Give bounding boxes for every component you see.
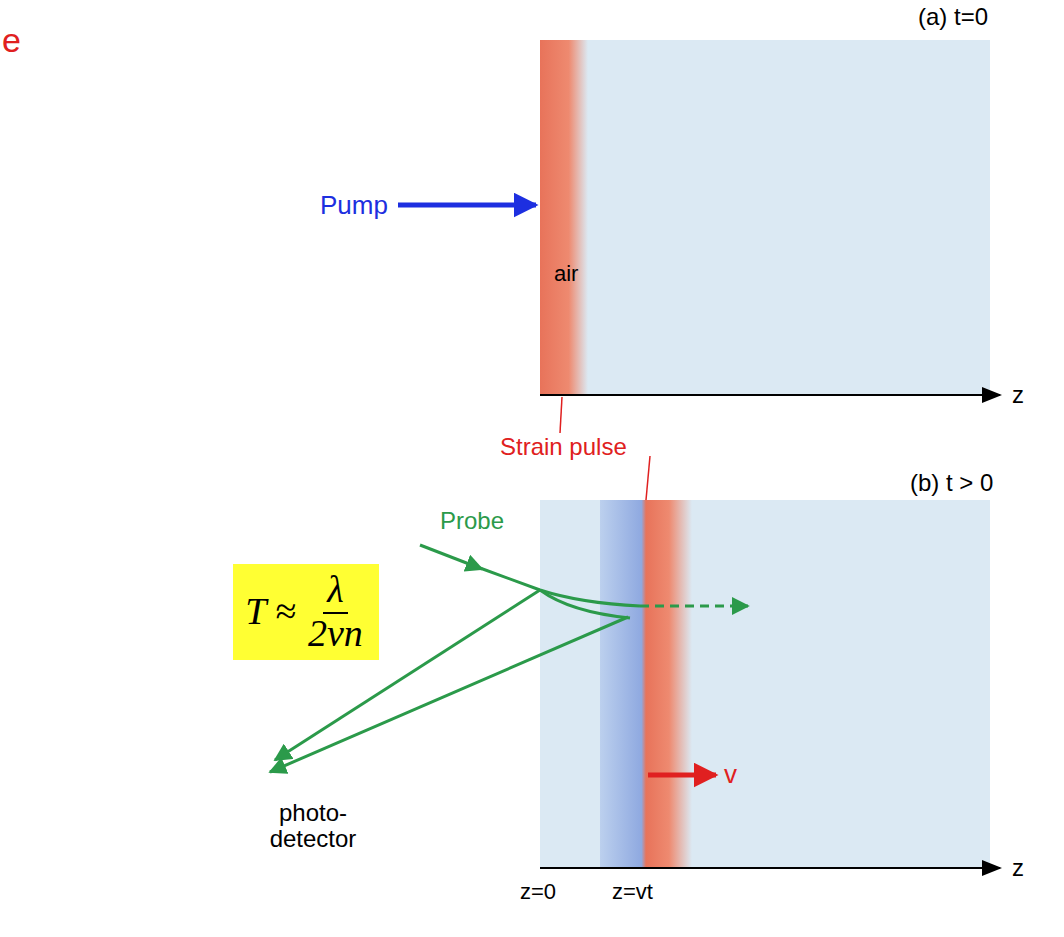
sample-b xyxy=(540,500,990,868)
probe-beam xyxy=(420,545,482,569)
denominator: 2vn xyxy=(304,614,367,654)
formula-text: T ≈ xyxy=(245,592,296,632)
position-label: z=0 xyxy=(520,880,556,904)
z-axis xyxy=(540,394,1000,396)
position-label: z=vt xyxy=(612,880,653,904)
sample-a xyxy=(540,40,990,395)
axis-label: z xyxy=(1012,382,1024,408)
beam-label: Probe xyxy=(440,508,504,534)
velocity-arrow xyxy=(648,773,716,778)
beam-label: Pump xyxy=(320,191,388,220)
detector-label: photo- detector xyxy=(258,800,368,853)
leader-line xyxy=(560,397,562,433)
strain-label: Strain pulse xyxy=(500,434,627,460)
pump-arrow xyxy=(398,203,536,208)
probe-beam xyxy=(540,590,630,618)
reflected-beam xyxy=(275,590,540,760)
panel-label: (a) t=0 xyxy=(918,4,988,30)
leader-line xyxy=(646,456,650,500)
numerator: λ xyxy=(323,570,347,614)
fraction: λ2vn xyxy=(304,570,367,654)
transmitted-beam xyxy=(640,605,748,608)
axis-label: z xyxy=(1012,855,1024,881)
panel-label: (b) t > 0 xyxy=(910,470,993,496)
cut-off-heading: e xyxy=(2,22,21,59)
medium-label: air xyxy=(554,262,578,286)
formula-box: T ≈λ2vn xyxy=(233,564,379,660)
strain-pulse-b xyxy=(600,500,692,868)
strain-region-a xyxy=(540,40,588,395)
velocity-label: v xyxy=(724,760,737,789)
z-axis xyxy=(540,867,1000,869)
